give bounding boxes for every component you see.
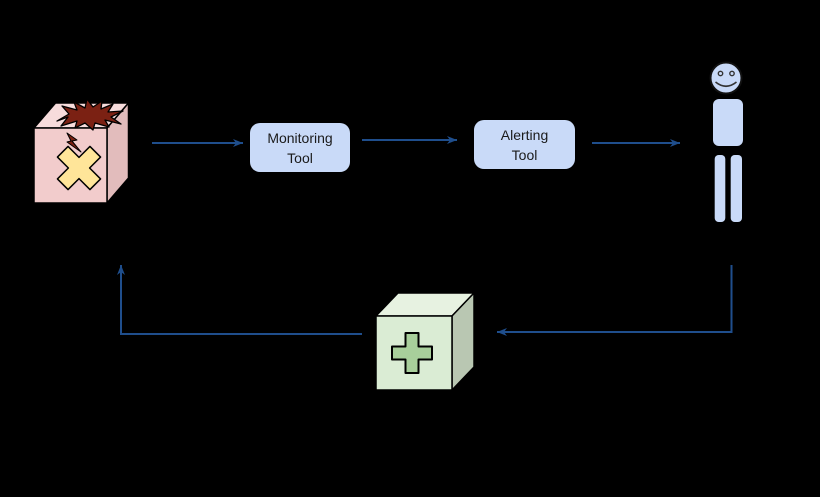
lightning-bolt-icon bbox=[66, 132, 82, 153]
alerting-tool-label-line1: Alerting bbox=[500, 126, 549, 143]
healing-cube-front-face bbox=[375, 315, 453, 391]
explosion-icon bbox=[56, 98, 124, 131]
monitoring-tool-box: Monitoring Tool bbox=[250, 123, 350, 172]
person-head-icon bbox=[709, 61, 743, 95]
arrow-person-to-healing bbox=[497, 265, 733, 336]
person-leg-left bbox=[714, 155, 726, 222]
alerting-tool-label-line2: Tool bbox=[511, 146, 538, 163]
connectors bbox=[117, 136, 733, 336]
healing-cube bbox=[375, 292, 475, 391]
person-smile bbox=[714, 81, 738, 88]
medical-plus-icon bbox=[391, 332, 433, 374]
person-eye-left bbox=[717, 70, 724, 77]
person-leg-right bbox=[730, 155, 742, 222]
person-figure bbox=[709, 61, 743, 222]
monitoring-tool-label-line1: Monitoring bbox=[267, 129, 333, 146]
alerting-tool-box: Alerting Tool bbox=[474, 120, 575, 169]
monitoring-tool-label-line2: Tool bbox=[287, 149, 313, 166]
person-torso bbox=[713, 99, 743, 146]
error-x-icon bbox=[56, 145, 102, 191]
person-eye-right bbox=[729, 70, 735, 77]
arrow-healing-to-system bbox=[117, 265, 362, 335]
broken-system-cube bbox=[33, 98, 130, 204]
